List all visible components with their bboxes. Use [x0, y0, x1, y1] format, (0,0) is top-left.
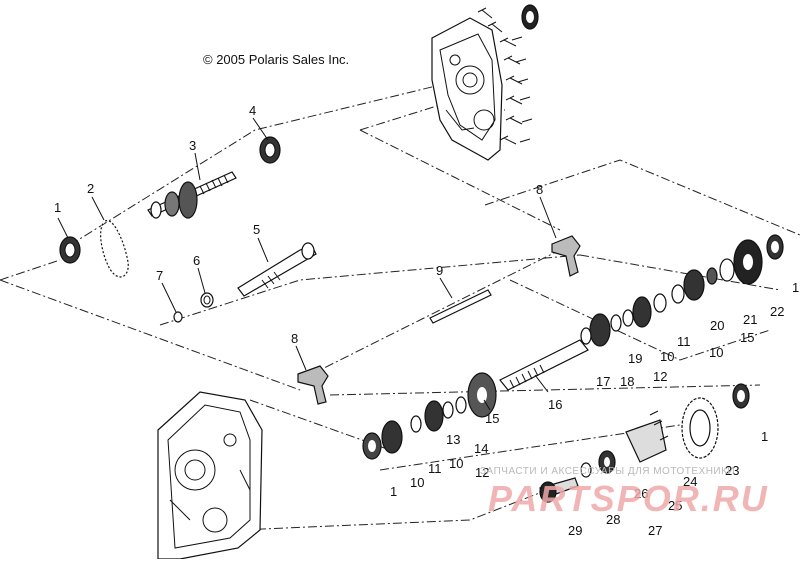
callout-28: 28: [606, 512, 620, 527]
callout-7: 7: [156, 268, 163, 283]
watermark-logo: PARTSPOR.RU: [488, 478, 769, 519]
case-bolts: [477, 7, 533, 145]
callout-6: 6: [193, 253, 200, 268]
callout-16: 16: [548, 397, 562, 412]
callout-4: 4: [249, 103, 256, 118]
lower-right-parts: [539, 383, 750, 503]
callout-13: 13: [446, 432, 460, 447]
upper-gear-stack: [499, 234, 784, 391]
shift-fork-8-upper: [551, 235, 581, 277]
callout-15: 15: [485, 411, 499, 426]
assembly-centerlines: [0, 84, 800, 531]
callout-21: 21: [743, 312, 757, 327]
callout-8: 8: [291, 331, 298, 346]
callout-9: 9: [436, 263, 443, 278]
callout-25: 25: [668, 498, 682, 513]
lower-gear-stack: [362, 372, 497, 460]
lower-transmission-case: [157, 391, 263, 560]
callout-26: 26: [634, 486, 648, 501]
callout-5: 5: [253, 222, 260, 237]
callout-15: 15: [740, 330, 754, 345]
callout-24: 24: [683, 474, 697, 489]
input-shaft-3: [147, 171, 237, 219]
shaft-5: [237, 242, 317, 297]
callout-14: 14: [474, 441, 488, 456]
callout-2: 2: [87, 181, 94, 196]
callout-11: 11: [428, 461, 442, 476]
callout-29: 29: [568, 523, 582, 538]
callout-labels: 1 2 3 4 5 6 7 8 8 9 1 22 15 21 10 20 11 …: [54, 103, 799, 538]
watermark-text: ЗАПЧАСТИ И АКСЕССУАРЫ ДЛЯ МОТОТЕХНИКИ: [480, 466, 736, 477]
shift-rod-9: [429, 289, 492, 324]
callout-20: 20: [710, 318, 724, 333]
callout-19: 19: [628, 351, 642, 366]
callout-17: 17: [596, 374, 610, 389]
callout-18: 18: [620, 374, 634, 389]
bearing-1-left: [59, 236, 81, 264]
shift-fork-8-lower: [297, 365, 329, 405]
washer-7: [173, 311, 183, 323]
callout-23: 23: [725, 463, 739, 478]
callout-11: 11: [677, 334, 691, 349]
copyright-notice: © 2005 Polaris Sales Inc.: [203, 52, 350, 67]
drive-chain-2: [100, 219, 129, 278]
callout-22: 22: [770, 304, 784, 319]
callout-12: 12: [475, 465, 489, 480]
callout-10: 10: [709, 345, 723, 360]
callout-1: 1: [54, 200, 61, 215]
callout-10: 10: [449, 456, 463, 471]
upper-transmission-case: [431, 4, 539, 161]
leader-lines: [57, 117, 557, 411]
callout-27: 27: [648, 523, 662, 538]
callout-1: 1: [761, 429, 768, 444]
callout-1: 1: [390, 484, 397, 499]
callout-10: 10: [660, 349, 674, 364]
callout-10: 10: [410, 475, 424, 490]
callout-8: 8: [536, 182, 543, 197]
washer-6: [200, 292, 214, 308]
callout-3: 3: [189, 138, 196, 153]
bearing-4: [259, 136, 281, 164]
callout-1: 1: [792, 280, 799, 295]
callout-12: 12: [653, 369, 667, 384]
